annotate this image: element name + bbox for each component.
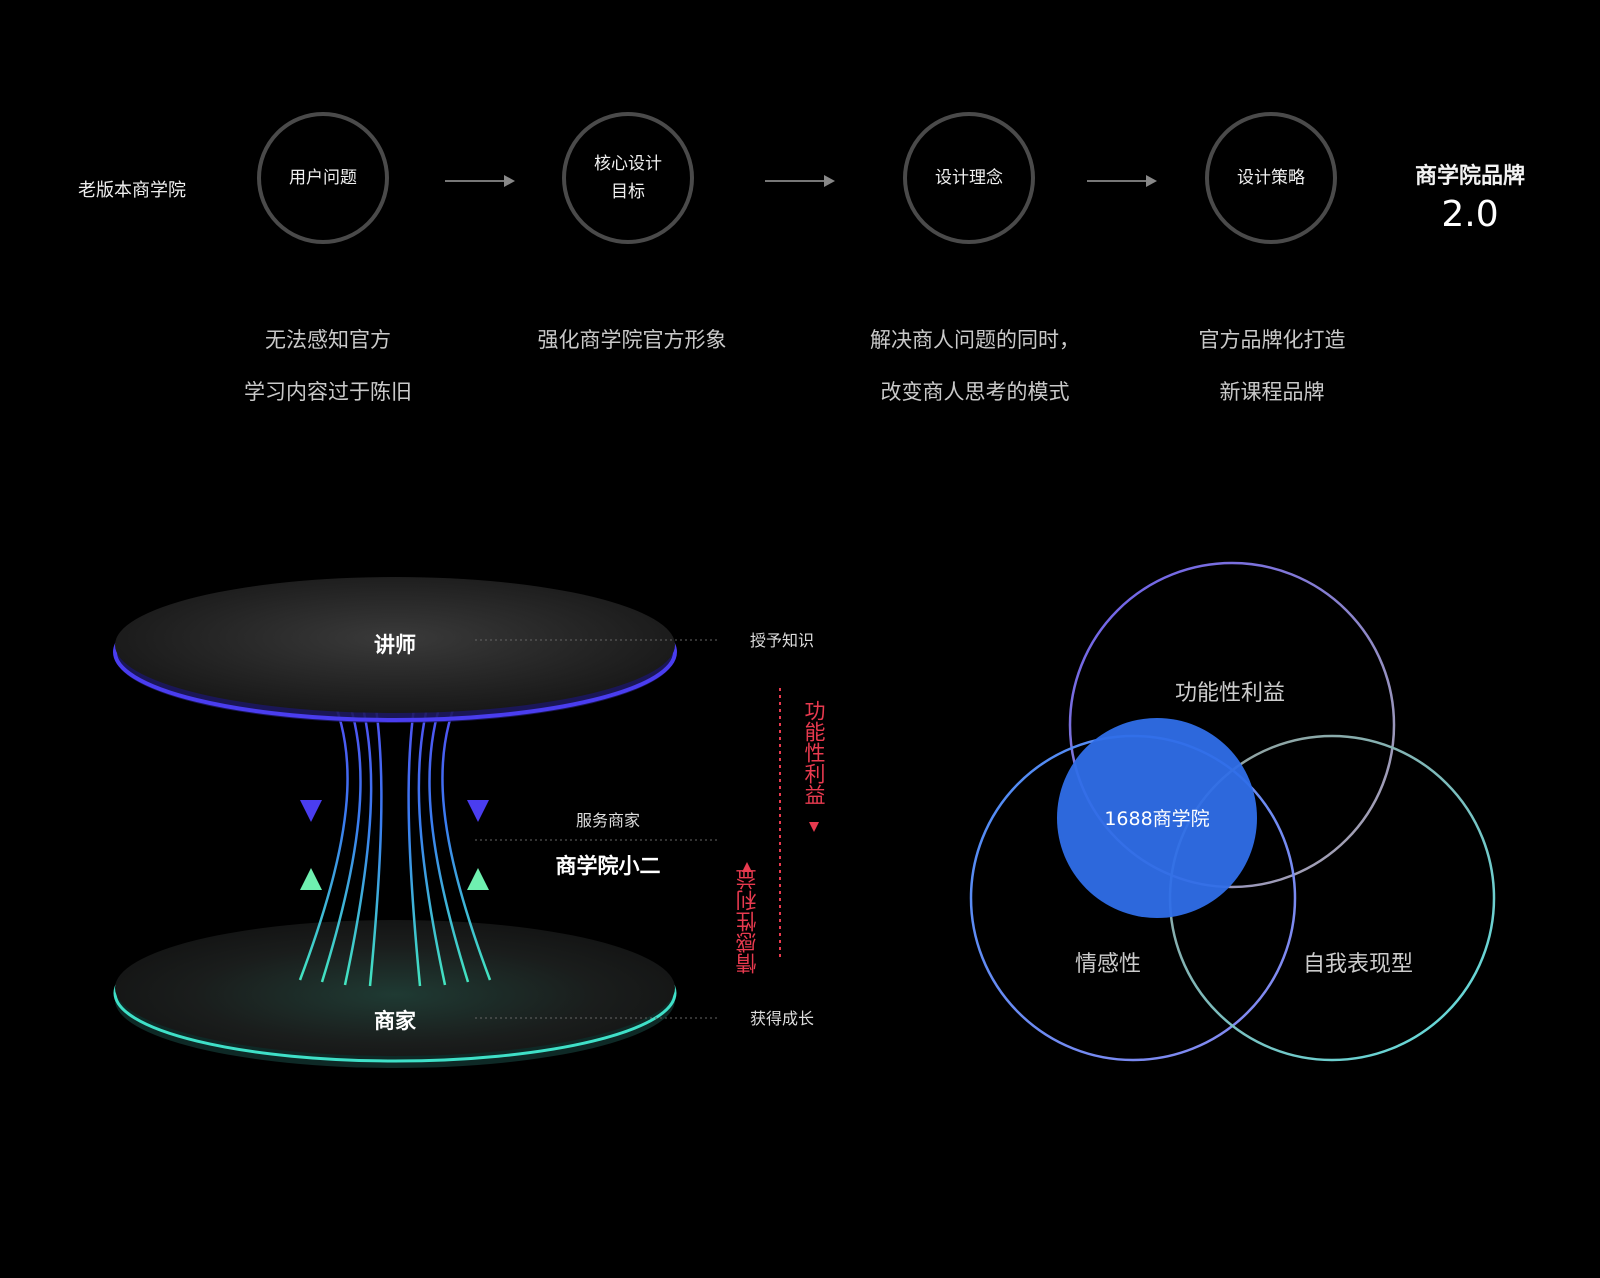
down-triangle-left [300,800,322,822]
description-4: 官方品牌化打造 新课程品牌 [1122,314,1422,418]
venn-center-label: 1688商学院 [1104,808,1209,830]
brand-2-0: 商学院品牌 2.0 [1395,158,1545,235]
step-circle-design-concept: 设计理念 [903,112,1035,244]
description-3: 解决商人问题的同时， 改变商人思考的模式 [825,314,1125,418]
vertical-emotional-benefit: 情感性利益 [735,869,759,974]
brand-version: 2.0 [1395,194,1545,235]
description-1: 无法感知官方 学习内容过于陈旧 [178,314,478,418]
description-line: 新课程品牌 [1122,366,1422,418]
down-triangle-right [467,800,489,822]
step-circle-design-strategy: 设计策略 [1205,112,1337,244]
description-line: 改变商人思考的模式 [825,366,1125,418]
step-label: 设计策略 [1237,164,1305,192]
top-disc-label: 讲师 [374,633,416,657]
step-label: 核心设计 [594,150,662,178]
flow-arrow [1087,180,1147,182]
description-2: 强化商学院官方形象 [482,314,782,366]
note-grant-knowledge: 授予知识 [750,631,814,650]
description-line: 强化商学院官方形象 [482,314,782,366]
step-label: 设计理念 [935,164,1003,192]
venn-label-self-expression: 自我表现型 [1303,952,1413,977]
description-line: 官方品牌化打造 [1122,314,1422,366]
up-triangle-right [467,868,489,890]
middle-label: 商学院小二 [556,854,661,878]
step-circle-user-problem: 用户问题 [257,112,389,244]
note-serve-merchants: 服务商家 [576,811,640,830]
step-label: 目标 [594,178,662,206]
description-line: 学习内容过于陈旧 [178,366,478,418]
venn-label-functional: 功能性利益 [1175,681,1285,706]
venn-label-emotional: 情感性 [1075,952,1141,977]
step-circle-core-goal: 核心设计 目标 [562,112,694,244]
venn-diagram: 功能性利益 情感性 自我表现型 1688商学院 [950,560,1510,1090]
description-line: 无法感知官方 [178,314,478,366]
bottom-disc-label: 商家 [374,1009,417,1033]
flow-start-label: 老版本商学院 [78,176,186,202]
description-line: 解决商人问题的同时， [825,314,1125,366]
note-gain-growth: 获得成长 [750,1009,814,1028]
red-down-marker [809,822,819,832]
step-label: 用户问题 [289,164,357,192]
flow-arrow [765,180,825,182]
vertical-functional-benefit: 功能性利益 [802,700,826,805]
brand-title: 商学院品牌 [1395,158,1545,190]
up-triangle-left [300,868,322,890]
hourglass-diagram: 讲师 商家 商学院小二 授予知识 服务商家 获得成长 功能性利益 情感性利益 [0,560,860,1120]
flow-arrow [445,180,505,182]
